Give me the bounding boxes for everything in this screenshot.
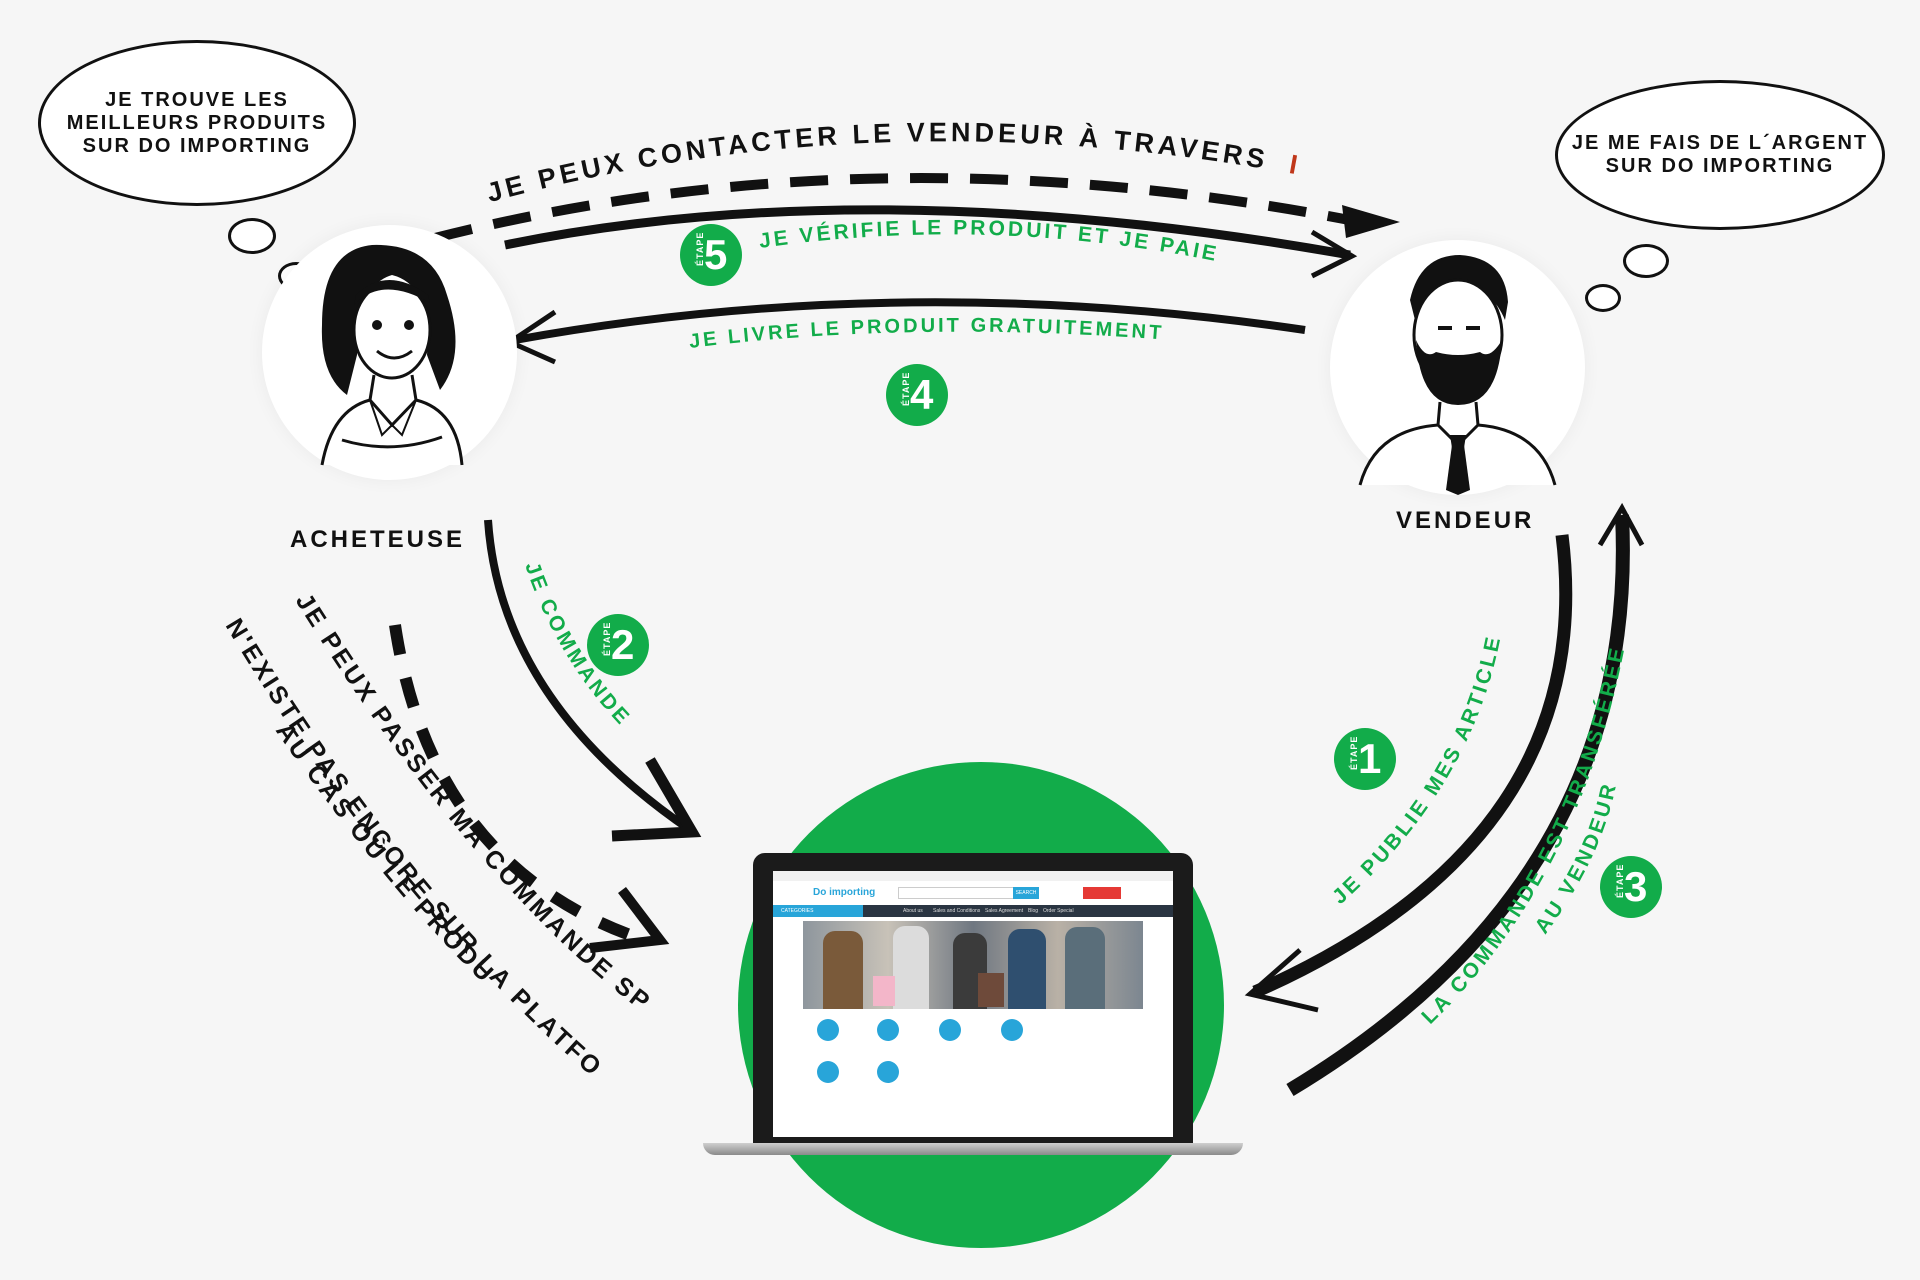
screen-feature-icon[interactable]	[817, 1061, 839, 1083]
step3-badge: ÉTAPE 3	[1600, 856, 1662, 918]
screen-nav-item[interactable]: Sales Agreement	[985, 908, 1024, 914]
step3-arrow	[1286, 514, 1630, 1097]
step5-badge: ÉTAPE 5	[680, 224, 742, 286]
screen-topbar	[773, 871, 1173, 881]
screen-categories-button[interactable]: CATEGORIES	[773, 905, 863, 917]
seller-thought-bubble: JE ME FAIS DE L´ARGENT SUR DO IMPORTING	[1555, 80, 1885, 230]
step5-arrowhead	[1310, 229, 1358, 279]
hero-person	[1008, 929, 1046, 1009]
laptop-icon: Do importing SEARCH CATEGORIES About us …	[753, 853, 1193, 1143]
step4-arrow	[514, 298, 1306, 344]
step2-badge: ÉTAPE 2	[587, 614, 649, 676]
man-avatar-icon	[1358, 255, 1557, 495]
step1-badge-number: 1	[1358, 735, 1382, 782]
hero-bag	[873, 976, 895, 1006]
step3-badge-number: 3	[1624, 863, 1648, 910]
buyer-label: ACHETEUSE	[290, 526, 466, 553]
screen-nav-item[interactable]: About us	[903, 908, 923, 914]
woman-avatar-icon	[320, 244, 464, 466]
step3-arrowhead	[1597, 502, 1645, 547]
hero-person	[1065, 927, 1105, 1009]
step4-badge-number: 4	[910, 371, 934, 418]
buyer-thought-bubble: JE TROUVE LES MEILLEURS PRODUITS SUR DO …	[38, 40, 356, 206]
screen-feature-icon[interactable]	[1001, 1019, 1023, 1041]
buyer-thought-text: JE TROUVE LES MEILLEURS PRODUITS SUR DO …	[66, 88, 328, 157]
step4-badge: ÉTAPE 4	[886, 364, 948, 426]
hero-person	[823, 931, 863, 1009]
hero-person	[893, 926, 929, 1009]
screen-nav-bar: CATEGORIES About us Sales and Conditions…	[773, 905, 1173, 917]
ichat-dashed-arrow	[433, 173, 1376, 243]
step2-badge-number: 2	[611, 621, 635, 668]
step5-arrow	[504, 205, 1351, 260]
screen-feature-icon[interactable]	[817, 1019, 839, 1041]
step1-badge: ÉTAPE 1	[1334, 728, 1396, 790]
screen-logo: Do importing	[813, 887, 876, 898]
step2-arrowhead	[611, 757, 702, 842]
seller-thought-dot	[1623, 244, 1669, 278]
step2-arrow	[484, 519, 693, 834]
seller-thought-text: JE ME FAIS DE L´ARGENT SUR DO IMPORTING	[1571, 132, 1869, 177]
screen-nav-item[interactable]: Order Special	[1043, 908, 1074, 914]
laptop-base	[703, 1143, 1243, 1155]
screen-nav-item[interactable]: Blog	[1028, 908, 1039, 914]
screen-cart-button[interactable]	[1083, 887, 1121, 899]
laptop-screen: Do importing SEARCH CATEGORIES About us …	[773, 871, 1173, 1137]
screen-search-button[interactable]: SEARCH	[1013, 887, 1039, 899]
screen-hero-image	[803, 921, 1143, 1009]
screen-nav-item[interactable]: Sales and Conditions	[933, 908, 981, 914]
seller-thought-dot	[1585, 284, 1621, 312]
hero-bag	[978, 973, 1004, 1007]
screen-feature-icon[interactable]	[877, 1019, 899, 1041]
special-order-dashed-arrow	[389, 624, 633, 941]
step1-arrow	[1252, 534, 1573, 998]
screen-feature-icon[interactable]	[877, 1061, 899, 1083]
ichat-arrowhead	[1342, 205, 1400, 238]
screen-search-input[interactable]	[898, 887, 1015, 899]
buyer-thought-dot	[228, 218, 276, 254]
screen-feature-icon[interactable]	[939, 1019, 961, 1041]
special-order-arrowhead	[589, 886, 670, 953]
step1-arrowhead	[1244, 948, 1319, 1013]
seller-label: VENDEUR	[1396, 507, 1535, 534]
step5-badge-number: 5	[704, 231, 728, 278]
step4-text: JE LIVRE LE PRODUIT GRATUITEMENT	[688, 315, 1165, 353]
